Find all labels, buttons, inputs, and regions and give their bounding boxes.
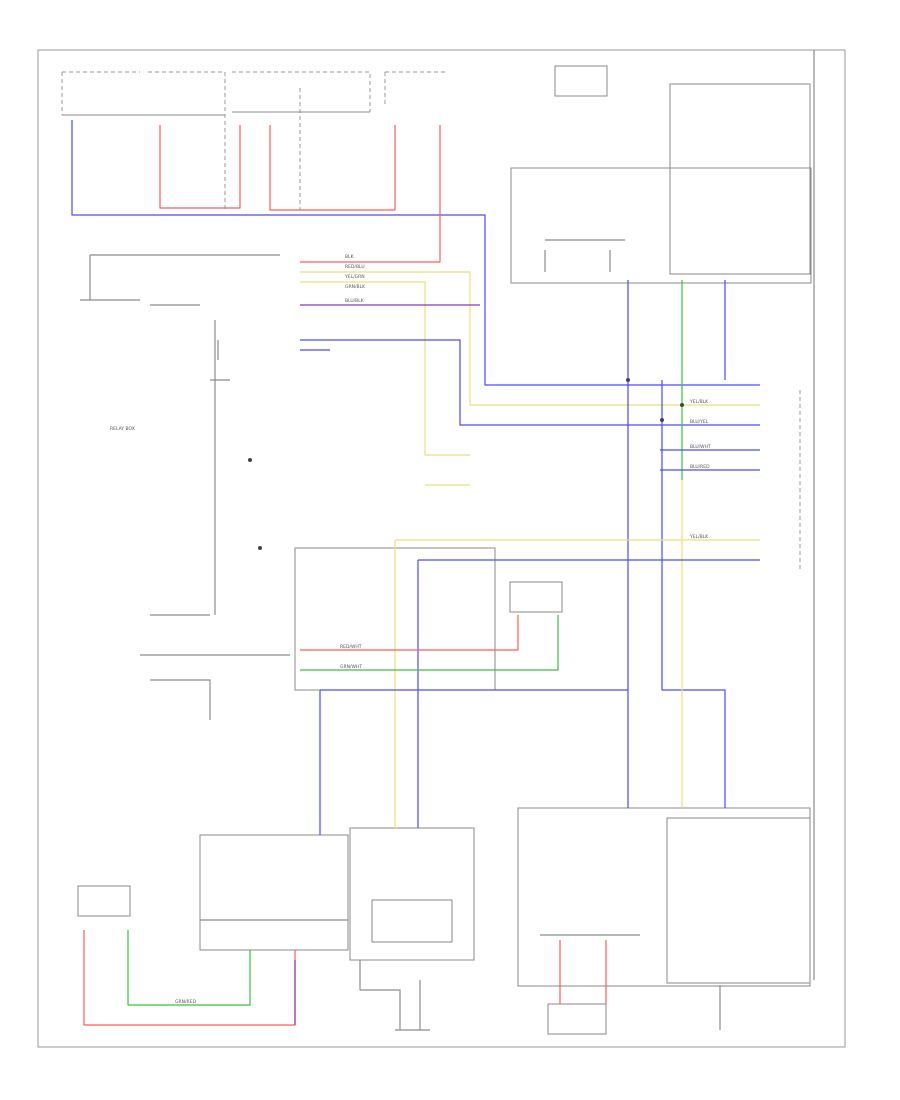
wire-blue-1 xyxy=(71,120,760,386)
right-rear-window-switch xyxy=(517,807,811,1035)
wire-blue-7 xyxy=(660,449,760,471)
left-rear-window-switch xyxy=(510,65,812,284)
label-red-2: RED/WHT xyxy=(340,644,362,650)
label-yel-1: YEL/GRN xyxy=(344,274,365,280)
wire-red-2 xyxy=(269,125,396,211)
wire-yellow-1 xyxy=(300,271,760,406)
label-blu-1: BLU/BLK xyxy=(345,298,365,304)
wire-red-6 xyxy=(559,940,607,1004)
label-blk-1: BLK xyxy=(345,254,355,260)
label-yel-2: YEL/BLK xyxy=(689,399,709,405)
label-blu-3: BLU/WHT xyxy=(690,444,711,450)
wire-red-5 xyxy=(83,930,296,1026)
left-front-window-switch xyxy=(77,827,475,961)
label-yel-3: YEL/BLK xyxy=(689,534,709,540)
wire-red-1 xyxy=(159,125,241,209)
label-relay-box: RELAY BOX xyxy=(110,426,135,432)
label-blu-4: BLU/RED xyxy=(690,464,710,470)
wire-red-3 xyxy=(300,125,441,263)
junction-dots xyxy=(248,378,684,550)
wire-gray-right xyxy=(719,50,815,1030)
label-grn-2: GRN/WHT xyxy=(340,664,362,670)
wire-red-4 xyxy=(300,615,519,651)
wire-yellow-2 xyxy=(300,281,470,486)
label-blu-2: BLU/YEL xyxy=(690,419,709,425)
diagram-frame xyxy=(37,49,846,1048)
label-grn-3: GRN/RED xyxy=(175,999,196,1005)
label-grn-1: GRN/BLK xyxy=(345,284,366,290)
main-relay-group xyxy=(80,254,563,720)
wire-green-3 xyxy=(127,930,251,1006)
wire-blue-5 xyxy=(661,380,726,808)
label-red-1: RED/BLU xyxy=(345,264,365,270)
fuse-box-group xyxy=(61,71,445,210)
ground-wire xyxy=(359,960,430,1031)
wire-green-2 xyxy=(300,615,559,671)
wire-blue-2 xyxy=(300,339,760,426)
